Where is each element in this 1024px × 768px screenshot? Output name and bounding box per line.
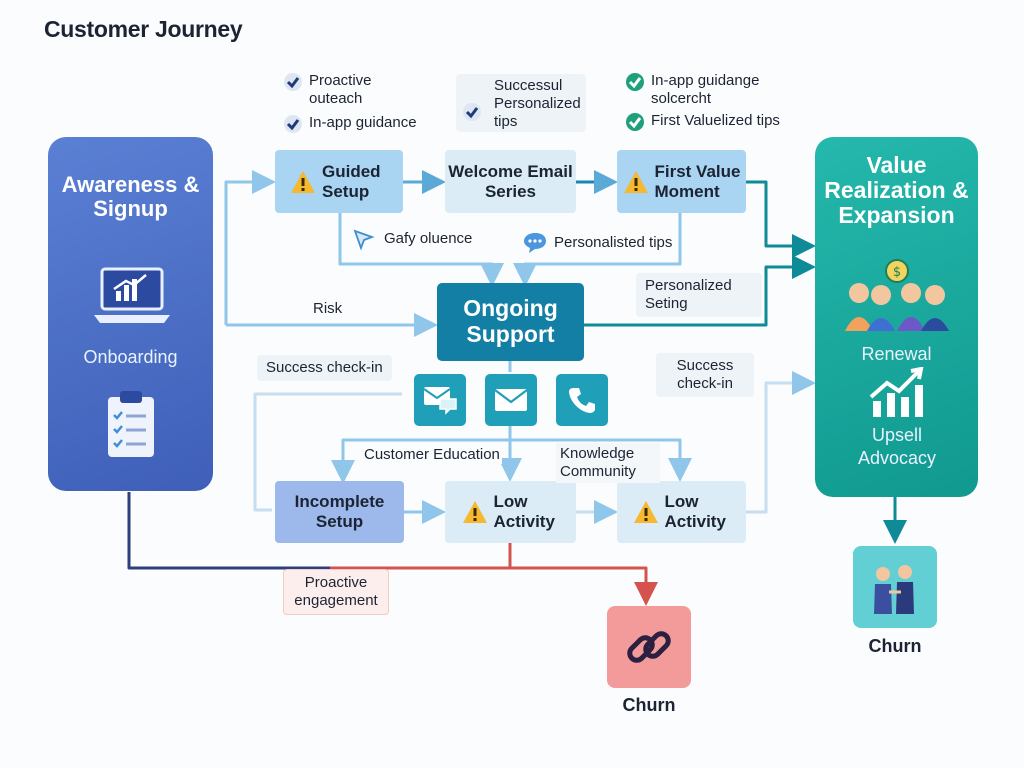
link-icon xyxy=(627,631,671,663)
node-ongoing-support-label: Ongoing Support xyxy=(463,295,558,347)
node-low-activity-1[interactable]: Low Activity xyxy=(445,481,576,543)
checklist-text: Proactive outeach xyxy=(309,72,372,107)
node-low-activity-2-label: Low Activity xyxy=(664,492,726,531)
node-welcome-email[interactable]: Welcome Email Series xyxy=(445,150,576,213)
stage-value: Value Realization & Expansion $ Renewal … xyxy=(815,137,978,497)
node-low-activity-2[interactable]: Low Activity xyxy=(617,481,746,543)
cursor-icon xyxy=(353,229,375,250)
node-guided-setup[interactable]: Guided Setup xyxy=(275,150,403,213)
label-success-checkin-right: Success check-in xyxy=(656,353,754,397)
checklist-item: In-app guidange solcercht xyxy=(625,72,780,108)
stage-awareness-title: Awareness & Signup xyxy=(61,172,200,221)
label-customer-education: Customer Education xyxy=(362,446,502,464)
checkmark-icon xyxy=(626,73,644,91)
label-gafy-text: Gafy oluence xyxy=(384,230,473,247)
growth-chart-icon xyxy=(869,367,924,417)
chat-bubble-icon xyxy=(524,233,546,253)
warning-icon xyxy=(462,501,487,523)
warning-icon xyxy=(633,501,658,523)
label-personalisted-tips: Personalisted tips xyxy=(522,231,672,255)
people-icon: $ xyxy=(845,259,949,331)
svg-text:$: $ xyxy=(893,265,901,280)
node-ongoing-support[interactable]: Ongoing Support xyxy=(437,283,584,361)
stage-awareness-onboarding: Onboarding xyxy=(83,347,178,367)
node-first-value-label: First Value Moment xyxy=(654,161,741,201)
phone-icon[interactable] xyxy=(556,374,608,426)
checklist-item: Proactive outeach xyxy=(283,72,417,108)
node-incomplete-setup[interactable]: Incomplete Setup xyxy=(275,481,404,543)
stage-value-title: Value Realization & Expansion xyxy=(824,152,969,228)
label-knowledge-community: Knowledge Community xyxy=(556,443,660,483)
stage-value-renewal: Renewal xyxy=(861,344,932,364)
checklist-text: First Valuelized tips xyxy=(651,112,780,129)
checklist-middle: Successul Personalized tips xyxy=(456,74,586,132)
checklist-text: In-app guidange solcercht xyxy=(651,72,760,107)
page-title: Customer Journey xyxy=(44,16,243,42)
warning-icon xyxy=(623,170,648,193)
churn-right-box[interactable] xyxy=(853,546,937,628)
email-icon[interactable] xyxy=(485,374,537,426)
warning-icon xyxy=(291,170,315,193)
stage-value-upsell: Upsell Advocacy xyxy=(857,425,937,468)
node-incomplete-setup-label: Incomplete Setup xyxy=(294,492,385,531)
label-proactive-engagement: Proactive engagement xyxy=(283,569,389,615)
churn-right-label: Churn xyxy=(868,636,922,656)
node-guided-setup-label: Guided Setup xyxy=(322,161,381,201)
stage-awareness: Awareness & Signup Onboarding xyxy=(48,137,213,491)
checklist-text: In-app guidance xyxy=(309,114,417,131)
checkmark-icon xyxy=(284,73,302,91)
checklist-item: First Valuelized tips xyxy=(625,112,780,132)
node-first-value[interactable]: First Value Moment xyxy=(617,150,746,213)
checklist-left: Proactive outeach In-app guidance xyxy=(283,72,417,134)
laptop-chart-icon xyxy=(94,267,170,323)
label-success-checkin-left: Success check-in xyxy=(257,355,392,381)
churn-left-box[interactable] xyxy=(607,606,691,688)
churn-left-label: Churn xyxy=(622,695,676,715)
checkmark-icon xyxy=(626,113,644,131)
checklist-text: Successul Personalized tips xyxy=(494,77,581,130)
checklist-right: In-app guidange solcercht First Valueliz… xyxy=(625,72,780,132)
label-personalized-seting: Personalized Seting xyxy=(636,273,762,317)
people-icon xyxy=(874,565,914,614)
clipboard-icon xyxy=(108,391,154,457)
checkmark-icon xyxy=(284,115,302,133)
label-risk: Risk xyxy=(313,300,343,317)
message-icon[interactable] xyxy=(414,374,466,426)
label-personalisted-text: Personalisted tips xyxy=(554,234,673,251)
checkmark-icon xyxy=(463,103,481,121)
node-welcome-email-label: Welcome Email Series xyxy=(448,161,573,201)
checklist-item: In-app guidance xyxy=(283,114,417,134)
label-gafy-oluence: Gafy oluence xyxy=(352,228,472,250)
node-low-activity-1-label: Low Activity xyxy=(493,492,555,531)
